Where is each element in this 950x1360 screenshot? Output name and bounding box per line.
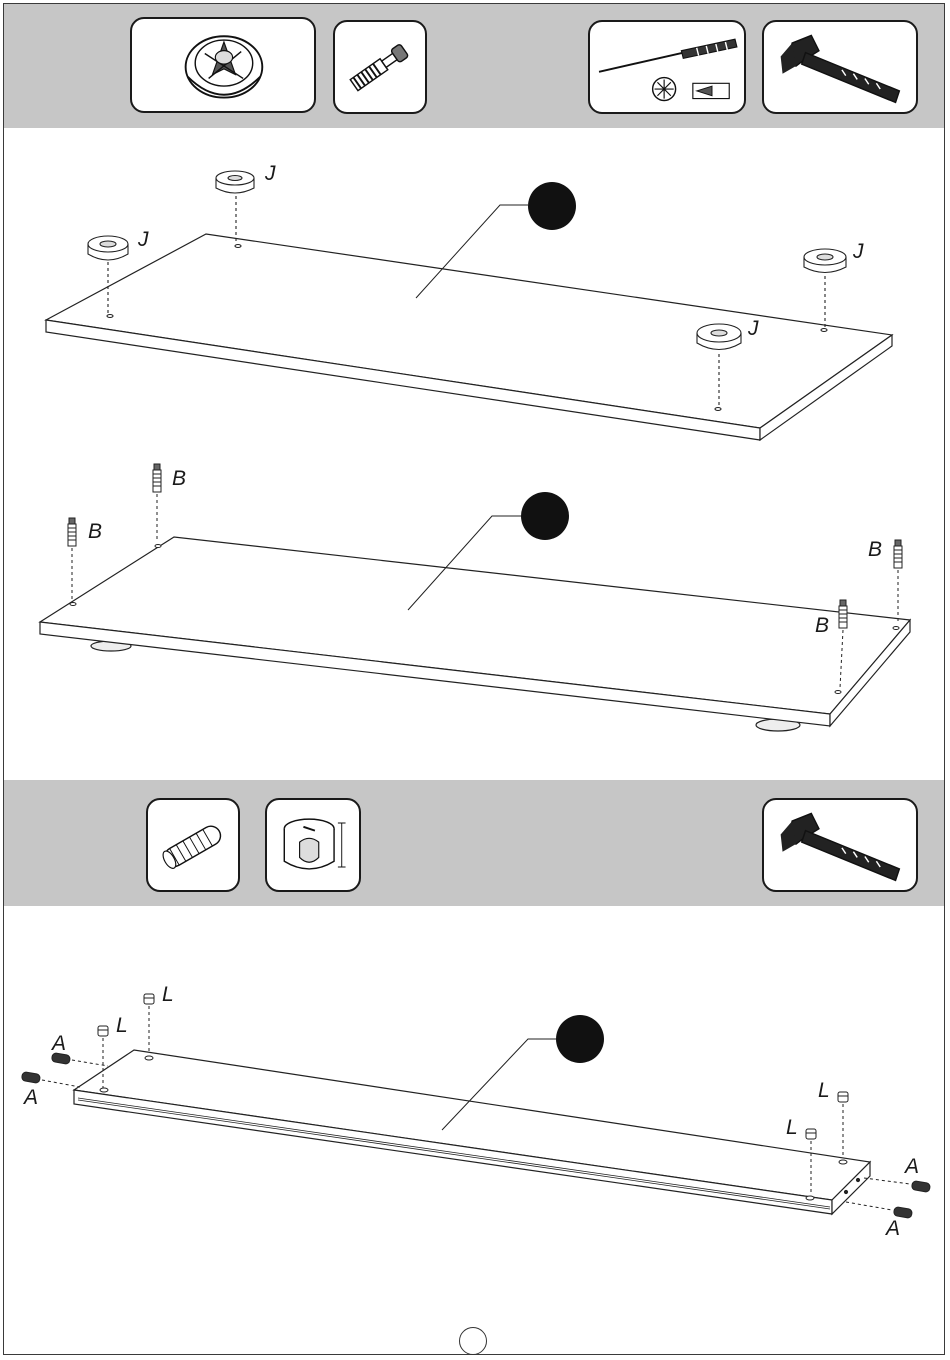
bolt-b (893, 540, 902, 630)
part-label-j: J (747, 317, 759, 340)
step-1-panel (46, 234, 892, 440)
dowel-a (21, 1071, 80, 1087)
part-label-b: B (815, 614, 829, 637)
dowel-a (846, 1202, 913, 1218)
part-label-l: L (786, 1116, 798, 1139)
part-label-l: L (116, 1014, 128, 1037)
page-number-circle (459, 1327, 487, 1355)
step-3-board (74, 1050, 870, 1214)
step-3-number-dot (556, 1015, 604, 1063)
cam-l (144, 994, 154, 1060)
part-label-a: A (884, 1217, 900, 1240)
bolt-b (153, 464, 161, 548)
step-1-number-dot (528, 182, 576, 230)
part-label-l: L (162, 983, 174, 1006)
part-label-b: B (172, 467, 186, 490)
part-label-j: J (852, 240, 864, 263)
step-2-number-dot (521, 492, 569, 540)
bolt-b (68, 518, 76, 606)
part-label-l: L (818, 1079, 830, 1102)
part-label-a: A (903, 1155, 919, 1178)
part-label-b: B (88, 520, 102, 543)
part-label-b: B (868, 538, 882, 561)
foot-j (804, 249, 846, 332)
step-2-panel (40, 537, 910, 731)
cam-l (838, 1092, 848, 1164)
part-label-j: J (264, 162, 276, 185)
dowel-a (864, 1178, 931, 1192)
part-label-a: A (50, 1032, 66, 1055)
part-label-j: J (137, 228, 149, 251)
part-label-a: A (22, 1086, 38, 1109)
